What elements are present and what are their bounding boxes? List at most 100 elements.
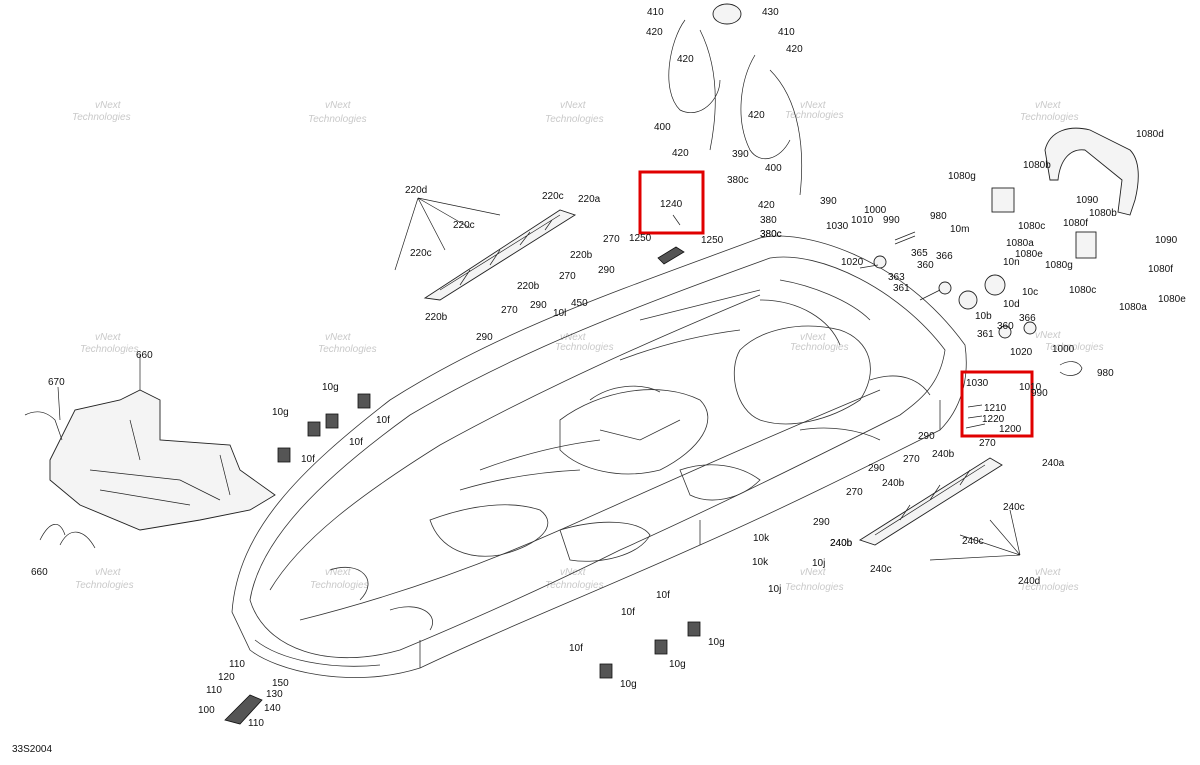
svg-text:vNext: vNext — [95, 567, 122, 578]
clip-10g-f — [687, 621, 701, 637]
callout: 980 — [930, 211, 947, 222]
callout: 240c — [962, 536, 984, 547]
svg-text:vNext: vNext — [1035, 100, 1062, 111]
callout: 240c — [870, 564, 892, 575]
callout: 410 — [778, 27, 795, 38]
handle-1080d — [1044, 127, 1139, 216]
callout: 220d — [405, 185, 427, 196]
callout: 1210 — [984, 403, 1007, 414]
callout: 10g — [669, 659, 686, 670]
callout: 290 — [476, 332, 493, 343]
callout: 1090 — [1076, 195, 1099, 206]
callout: 10b — [975, 311, 992, 322]
callout: 290 — [598, 265, 615, 276]
callout: 420 — [786, 44, 803, 55]
svg-text:Technologies: Technologies — [545, 580, 604, 591]
callout: 110 — [229, 659, 245, 670]
cap-430 — [712, 3, 742, 25]
callout: 100 — [198, 705, 215, 716]
svg-text:vNext: vNext — [325, 100, 352, 111]
callout: 10f — [376, 415, 390, 426]
part-1250 — [657, 246, 685, 265]
drain-363 — [873, 255, 887, 269]
callout: 10n — [1003, 257, 1020, 268]
callout: 420 — [646, 27, 663, 38]
callout: 366 — [936, 251, 953, 262]
callout: 150 — [272, 678, 289, 689]
svg-text:Technologies: Technologies — [1020, 112, 1079, 123]
callout: 1250 — [629, 233, 652, 244]
callout: 1250 — [701, 235, 724, 246]
callout: 220c — [453, 220, 475, 231]
svg-text:vNext: vNext — [800, 100, 827, 111]
u-bolt-980-top — [894, 231, 916, 245]
svg-text:Technologies: Technologies — [80, 344, 139, 355]
tow-eye-100 — [224, 694, 263, 725]
callout: 220a — [578, 194, 601, 205]
callout: 430 — [762, 7, 779, 18]
callout: 290 — [530, 300, 547, 311]
callout: 220c — [410, 248, 432, 259]
callout: 10l — [553, 308, 566, 319]
callout: 980 — [1097, 368, 1114, 379]
highlight-box-1240 — [638, 170, 705, 235]
strap-660 — [39, 524, 96, 549]
highlight-box-1200 — [960, 370, 1034, 438]
callout: 660 — [136, 350, 153, 361]
parts — [24, 3, 1139, 725]
callout: 220c — [542, 191, 564, 202]
callout: 1080g — [1045, 260, 1073, 271]
callout: 290 — [918, 431, 935, 442]
callout: 1080d — [1136, 129, 1164, 140]
svg-text:Technologies: Technologies — [75, 580, 134, 591]
svg-text:Technologies: Technologies — [72, 112, 131, 123]
callout: 290 — [868, 463, 885, 474]
svg-text:Technologies: Technologies — [785, 582, 844, 593]
handle-670 — [24, 411, 63, 441]
u-bolt-980 — [1059, 361, 1083, 376]
callout: 363 — [888, 272, 905, 283]
drawing-code: 33S2004 — [12, 744, 52, 755]
clip-10g-g — [599, 663, 613, 679]
panel-660 — [49, 389, 276, 531]
callout: 360 — [917, 260, 934, 271]
callout: 270 — [501, 305, 518, 316]
callout: 1080e — [1015, 249, 1043, 260]
callout: 670 — [48, 377, 65, 388]
callout: 110 — [248, 718, 264, 729]
svg-text:vNext: vNext — [560, 100, 587, 111]
svg-text:vNext: vNext — [1035, 330, 1062, 341]
bracket-220a — [423, 209, 577, 301]
callout: 10f — [349, 437, 363, 448]
callout: 660 — [31, 567, 48, 578]
callout: 380c — [727, 175, 749, 186]
callout: 1030 — [966, 378, 989, 389]
svg-text:Technologies: Technologies — [555, 342, 614, 353]
svg-text:Technologies: Technologies — [1045, 342, 1104, 353]
hose-400-left — [668, 19, 721, 151]
callout: 240b — [882, 478, 905, 489]
drain-361-b — [998, 325, 1012, 339]
svg-text:vNext: vNext — [325, 567, 352, 578]
callout: 10k — [752, 557, 769, 568]
callout: 1080b — [1089, 208, 1117, 219]
callout: 1220 — [982, 414, 1005, 425]
callout: 1080c — [1069, 285, 1096, 296]
callout: 361 — [977, 329, 994, 340]
callout: 1020 — [1010, 347, 1033, 358]
clip-10g-d — [357, 393, 371, 409]
callout: 1000 — [864, 205, 887, 216]
callout: 240b — [932, 449, 955, 460]
callout: 270 — [979, 438, 996, 449]
